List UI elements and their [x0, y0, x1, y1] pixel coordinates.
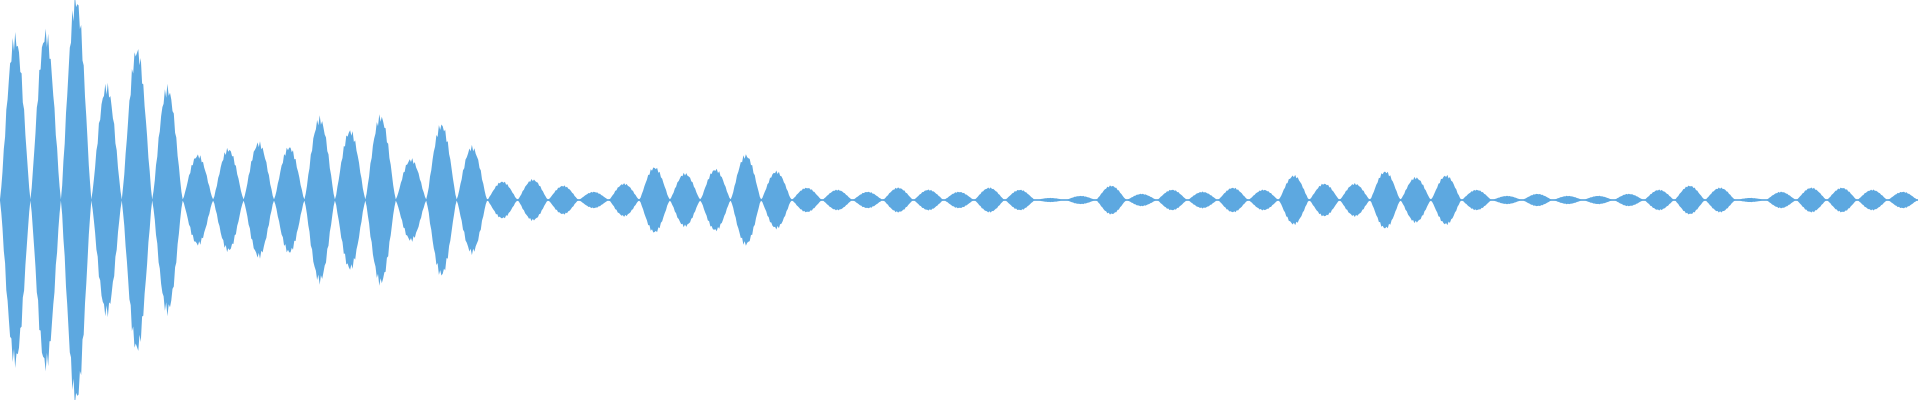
waveform-centerline [0, 199, 1918, 201]
